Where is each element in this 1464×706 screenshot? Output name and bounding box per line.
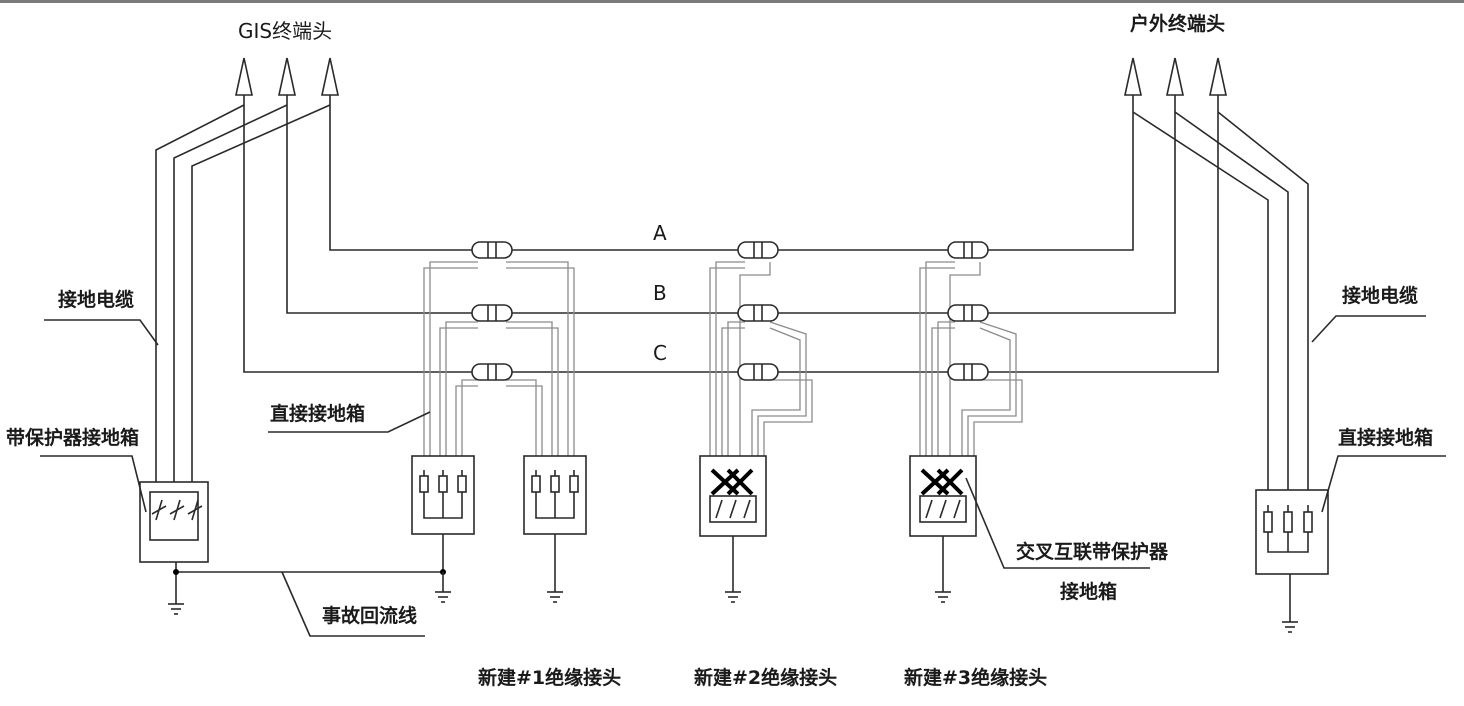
ground-cable-right-label: 接地电缆 <box>1342 284 1418 307</box>
ground-cables-right <box>1132 111 1309 495</box>
ground-cables-left <box>155 104 331 485</box>
joint3-bonding-leads <box>919 261 1023 460</box>
direct-ground-box-2 <box>523 455 587 592</box>
joint1-bonding-leads <box>423 261 575 460</box>
phase-conductors <box>243 95 1219 373</box>
gis-terminal-c-icon <box>235 57 253 96</box>
return-line-label: 事故回流线 <box>322 604 417 627</box>
outdoor-terminal-b-icon <box>1166 57 1184 96</box>
ground-icon <box>435 591 451 603</box>
outdoor-terminal-c-icon <box>1209 57 1227 96</box>
phase-b-label: B <box>653 281 667 305</box>
gis-terminal-a-icon <box>321 57 339 96</box>
cross-bond-box-3 <box>909 455 977 592</box>
joint2-bonding-leads <box>709 261 813 460</box>
joint2-c <box>737 363 779 381</box>
joint3-label: 新建#3绝缘接头 <box>904 666 1047 689</box>
direct-ground-box-right <box>1255 489 1329 622</box>
ground-symbols <box>168 591 1298 633</box>
ground-icon <box>168 603 184 615</box>
joint3-b <box>947 304 989 322</box>
joint2-a <box>737 241 779 259</box>
direct-ground-box-left-label: 直接接地箱 <box>270 402 365 425</box>
direct-ground-box-right-label: 直接接地箱 <box>1338 426 1433 449</box>
cross-bond-box-2 <box>699 455 767 592</box>
cross-bond-box-label-2: 接地箱 <box>1060 580 1117 603</box>
leader-lines <box>40 315 1446 637</box>
joint3-c <box>947 363 989 381</box>
joint2-b <box>737 304 779 322</box>
joint3-a <box>947 241 989 259</box>
outdoor-terminal-label: 户外终端头 <box>1130 12 1225 35</box>
outdoor-terminals <box>1124 57 1227 96</box>
ground-icon <box>935 591 951 603</box>
phase-b-line <box>286 95 1176 314</box>
protector-ground-box <box>139 481 209 563</box>
top-border <box>0 0 1464 3</box>
joint1-label: 新建#1绝缘接头 <box>478 666 621 689</box>
joint1-b <box>471 304 513 322</box>
gis-terminal-label: GIS终端头 <box>238 19 332 43</box>
phase-a-label: A <box>653 221 667 245</box>
phase-c-label: C <box>653 341 667 365</box>
ground-cable-left-label: 接地电缆 <box>58 288 134 311</box>
return-line <box>173 562 446 604</box>
gis-terminal-b-icon <box>278 57 296 96</box>
ground-icon <box>725 591 741 603</box>
protector-ground-box-label: 带保护器接地箱 <box>6 426 139 449</box>
joint2-label: 新建#2绝缘接头 <box>694 666 837 689</box>
joint1-c <box>471 363 513 381</box>
cross-bond-box-label-1: 交叉互联带保护器 <box>1016 540 1169 563</box>
outdoor-terminal-a-icon <box>1124 57 1142 96</box>
phase-a-line <box>329 95 1134 251</box>
direct-ground-box-1 <box>411 455 475 572</box>
insulated-joints <box>471 241 989 381</box>
joint1-a <box>471 241 513 259</box>
gis-terminals <box>235 57 339 96</box>
ground-icon <box>1282 621 1298 633</box>
ground-icon <box>547 591 563 603</box>
phase-c-line <box>243 95 1219 373</box>
